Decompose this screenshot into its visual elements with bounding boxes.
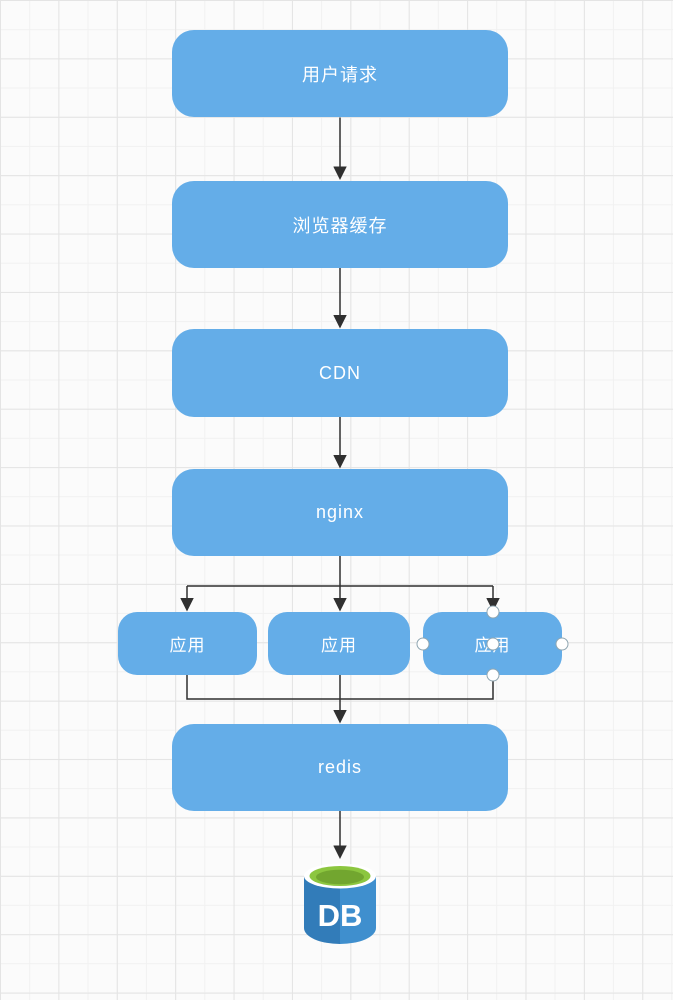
node-db[interactable]: DB (302, 862, 378, 946)
selection-handle-top[interactable] (486, 605, 499, 618)
edge-apps-merge[interactable] (186, 675, 494, 700)
node-db-label: DB (318, 898, 363, 933)
node-cdn-label: CDN (319, 362, 361, 383)
node-app-1-label: 应用 (169, 636, 206, 655)
selection-handle-left[interactable] (416, 637, 430, 650)
node-browser-cache[interactable]: 浏览器缓存 (172, 181, 508, 268)
node-app-2[interactable]: 应用 (268, 612, 410, 675)
edge-nginx-branch[interactable] (187, 556, 493, 587)
database-icon: DB (304, 863, 376, 944)
node-redis[interactable]: redis (172, 724, 508, 811)
node-cdn[interactable]: CDN (172, 329, 508, 417)
node-redis-label: redis (317, 757, 362, 777)
selection-handle-right[interactable] (555, 637, 569, 650)
node-user-request[interactable]: 用户请求 (172, 30, 508, 117)
node-app-2-label: 应用 (321, 636, 357, 655)
node-browser-cache-label: 浏览器缓存 (292, 215, 388, 236)
node-app-1[interactable]: 应用 (118, 612, 257, 675)
selection-handle-bottom[interactable] (486, 668, 499, 682)
node-nginx-label: nginx (315, 502, 365, 522)
node-nginx[interactable]: nginx (172, 469, 508, 556)
node-user-request-label: 用户请求 (302, 64, 378, 85)
selection-handle-center[interactable] (486, 637, 499, 650)
